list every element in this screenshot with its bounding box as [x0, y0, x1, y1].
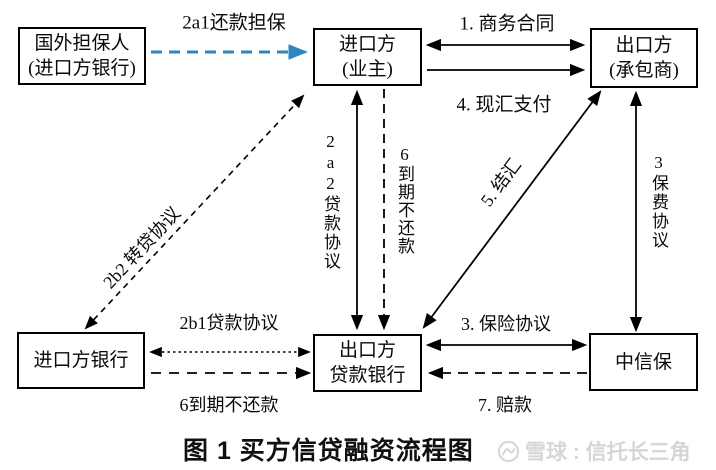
- edge-label-premium-agreement: 3保费协议: [649, 153, 668, 250]
- box-exporter: 出口方 (承包商): [590, 28, 698, 88]
- box-foreign-guarantor-line2: (进口方银行): [28, 58, 136, 79]
- edge-label-loan-agreement-2b1: 2b1贷款协议: [179, 313, 279, 333]
- box-sinosure: 中信保: [589, 333, 698, 391]
- edge-label-repayment-guarantee: 2a1还款担保: [182, 12, 286, 34]
- box-importer-line1: 进口方: [338, 34, 396, 55]
- box-importer-bank: 进口方银行: [17, 332, 145, 389]
- figure-caption: 图 1 买方信贷融资流程图: [183, 437, 474, 465]
- box-sinosure-line1: 中信保: [614, 351, 672, 373]
- box-importer-line2: (业主): [342, 59, 393, 80]
- box-exporter-line1: 出口方: [615, 35, 673, 56]
- edge-label-commercial-contract: 1. 商务合同: [459, 13, 555, 35]
- box-foreign-guarantor-line1: 国外担保人: [34, 33, 130, 54]
- box-foreign-guarantor: 国外担保人 (进口方银行): [18, 27, 146, 85]
- box-exporter-line2: (承包商): [609, 60, 679, 81]
- edge-label-cash-payment: 4. 现汇支付: [456, 94, 552, 116]
- box-importer-bank-line1: 进口方银行: [33, 350, 129, 371]
- edge-label-indemnity: 7. 赔款: [478, 395, 532, 415]
- edge-label-loan-agreement-2a2: 2a2贷款协议: [321, 132, 340, 271]
- xueqiu-watermark-text: 雪球 : 信托长三角: [525, 441, 691, 464]
- box-exporter-lending-bank-line1: 出口方: [338, 340, 396, 361]
- arrow-onlending-agreement: [84, 94, 305, 330]
- box-exporter-lending-bank-line2: 贷款银行: [329, 365, 406, 386]
- xueqiu-watermark: 雪球 : 信托长三角: [497, 436, 691, 466]
- arrow-settlement: [422, 90, 602, 329]
- edge-label-insurance-agreement: 3. 保险协议: [461, 314, 551, 334]
- edge-label-overdue-nonpayment-mid: 6到期不还款: [395, 145, 414, 255]
- box-importer: 进口方 (业主): [313, 28, 422, 86]
- box-exporter-lending-bank: 出口方 贷款银行: [313, 334, 422, 392]
- edge-label-overdue-nonpayment-bottom: 6到期不还款: [179, 395, 279, 415]
- xueqiu-snowball-logo-icon: [497, 440, 520, 462]
